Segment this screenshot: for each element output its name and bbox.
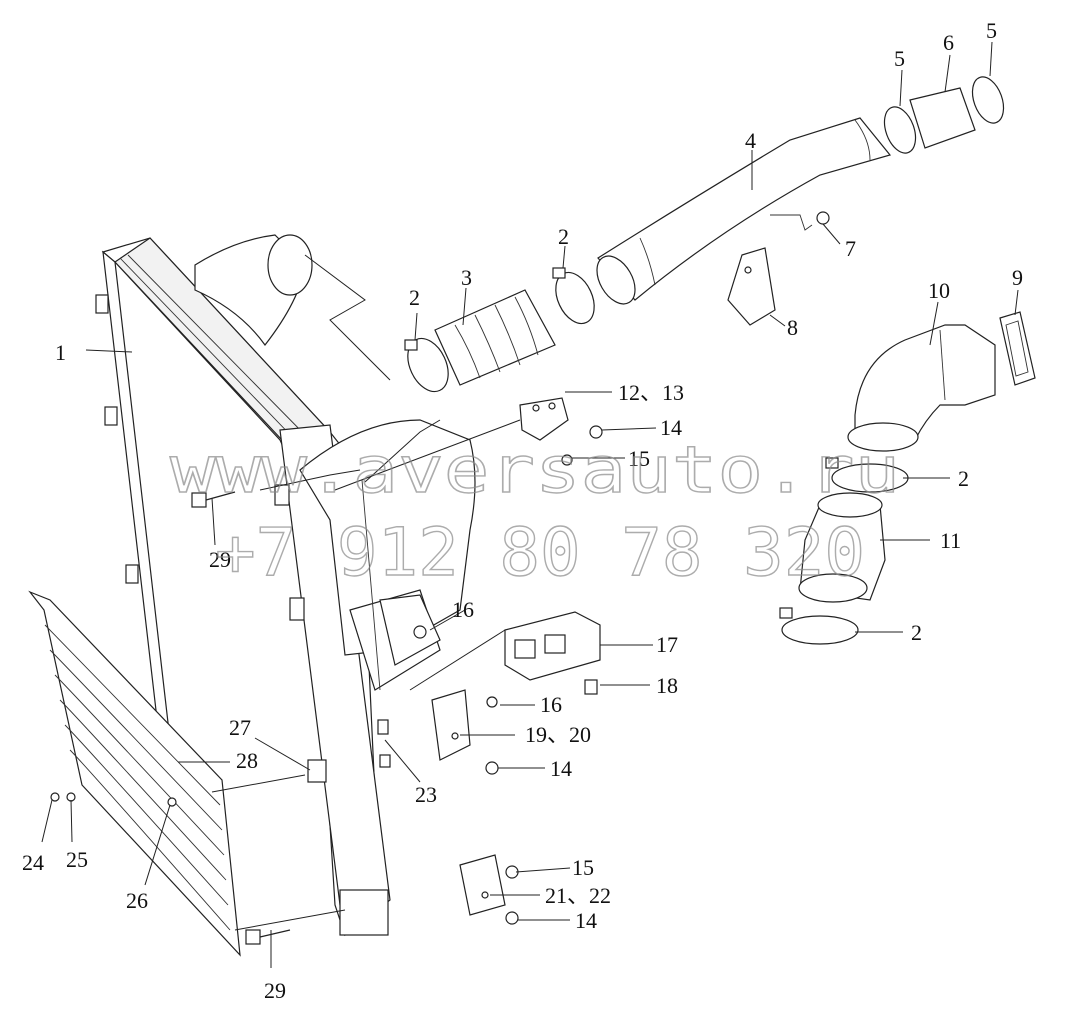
bolt-7 — [816, 211, 830, 225]
callout-14b: 14 — [550, 756, 572, 781]
callout-15b: 15 — [572, 855, 594, 880]
callout-16a: 16 — [452, 597, 474, 622]
watermark-phone: +7 912 80 78 320 — [215, 514, 865, 591]
callout-29a: 29 — [209, 547, 231, 572]
callout-25: 25 — [66, 847, 88, 872]
bracket-16 — [379, 594, 441, 666]
callout-28: 28 — [236, 748, 258, 773]
leader-lines — [41, 41, 1019, 968]
callout-labels: 1 2 2 2 2 3 4 5 5 6 7 8 9 10 11 12、13 14… — [22, 18, 1023, 1003]
callout-5b: 5 — [986, 18, 997, 43]
callout-5a: 5 — [894, 46, 905, 71]
hose-11 — [798, 492, 886, 603]
callout-4: 4 — [745, 128, 756, 153]
fasteners — [50, 425, 603, 945]
callout-2b: 2 — [558, 224, 569, 249]
callout-11: 11 — [940, 528, 961, 553]
sleeve-5b — [971, 76, 1005, 124]
callout-23: 23 — [415, 782, 437, 807]
elbow-10 — [847, 324, 996, 452]
bracket-19-20 — [431, 689, 471, 761]
bracket-8 — [727, 247, 776, 326]
watermark-url: www.aversauto.ru — [170, 434, 900, 508]
sleeve-5a — [883, 106, 917, 154]
callout-2d: 2 — [911, 620, 922, 645]
clamp-2b — [552, 267, 595, 325]
grille-panel — [28, 590, 241, 957]
callout-6: 6 — [943, 30, 954, 55]
callout-21-22: 21、22 — [545, 883, 611, 908]
callout-17: 17 — [656, 632, 678, 657]
callout-26: 26 — [126, 888, 148, 913]
bellows-hose — [434, 289, 556, 386]
callout-1: 1 — [55, 340, 66, 365]
mount-block-17 — [504, 611, 601, 681]
sleeve-6 — [909, 87, 976, 149]
bracket-12-13 — [519, 397, 569, 441]
callout-18: 18 — [656, 673, 678, 698]
callout-3: 3 — [461, 265, 472, 290]
callout-16b: 16 — [540, 692, 562, 717]
callout-2a: 2 — [409, 285, 420, 310]
callout-10: 10 — [928, 278, 950, 303]
callout-14a: 14 — [660, 415, 682, 440]
long-pipe — [596, 117, 892, 305]
callout-15a: 15 — [628, 446, 650, 471]
gasket-9 — [999, 311, 1036, 386]
callout-29b: 29 — [264, 978, 286, 1003]
callout-27: 27 — [229, 715, 251, 740]
callout-14c: 14 — [575, 908, 597, 933]
clamp-2a — [404, 337, 449, 393]
bracket-21-22 — [459, 854, 506, 916]
callout-7: 7 — [845, 236, 856, 261]
callout-9: 9 — [1012, 265, 1023, 290]
clamp-2d — [779, 607, 859, 645]
callout-2c: 2 — [958, 466, 969, 491]
callout-8: 8 — [787, 315, 798, 340]
watermark: www.aversauto.ru +7 912 80 78 320 — [169, 433, 900, 591]
callout-19-20: 19、20 — [525, 722, 591, 747]
intercooler-core — [95, 234, 476, 937]
callout-12-13: 12、13 — [618, 380, 684, 405]
callout-24: 24 — [22, 850, 44, 875]
